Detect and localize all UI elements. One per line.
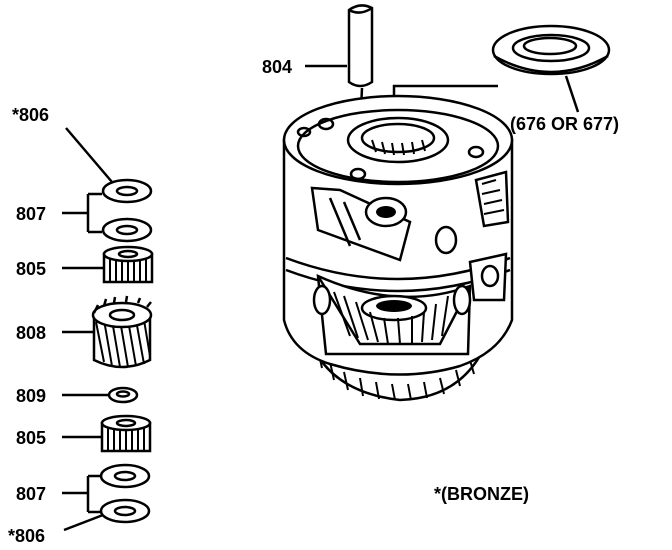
- part-807-washer-bottom: [99, 463, 151, 489]
- label-807-bottom: 807: [16, 484, 46, 504]
- part-807-washer-top: [101, 217, 153, 243]
- note-bronze: *(BRONZE): [434, 484, 529, 504]
- label-805-top: 805: [16, 259, 46, 279]
- label-805-bottom: 805: [16, 428, 46, 448]
- part-805-pinion-top: [102, 245, 154, 284]
- leader-806-bottom: [63, 513, 104, 532]
- label-809: 809: [16, 386, 46, 406]
- part-804-pin: [347, 4, 374, 88]
- leader-806-top: [65, 127, 113, 183]
- bracket-807-bottom: [62, 474, 100, 514]
- label-806-top: *806: [12, 105, 49, 125]
- differential-case: [282, 94, 514, 402]
- part-806-washer-bottom: [99, 498, 151, 524]
- bracket-807-top: [62, 192, 102, 234]
- part-805-pinion-bottom: [100, 414, 152, 453]
- label-807-top: 807: [16, 204, 46, 224]
- label-806-bottom: *806: [8, 526, 45, 546]
- leader-676-677: [564, 75, 580, 113]
- part-808-helical-gear: [91, 295, 153, 369]
- label-808: 808: [16, 323, 46, 343]
- part-809-ring: [107, 386, 139, 404]
- part-676-677-seal: [491, 24, 611, 76]
- label-804: 804: [262, 57, 292, 77]
- part-806-washer-top: [101, 178, 153, 204]
- label-676-677: (676 OR 677): [510, 114, 619, 134]
